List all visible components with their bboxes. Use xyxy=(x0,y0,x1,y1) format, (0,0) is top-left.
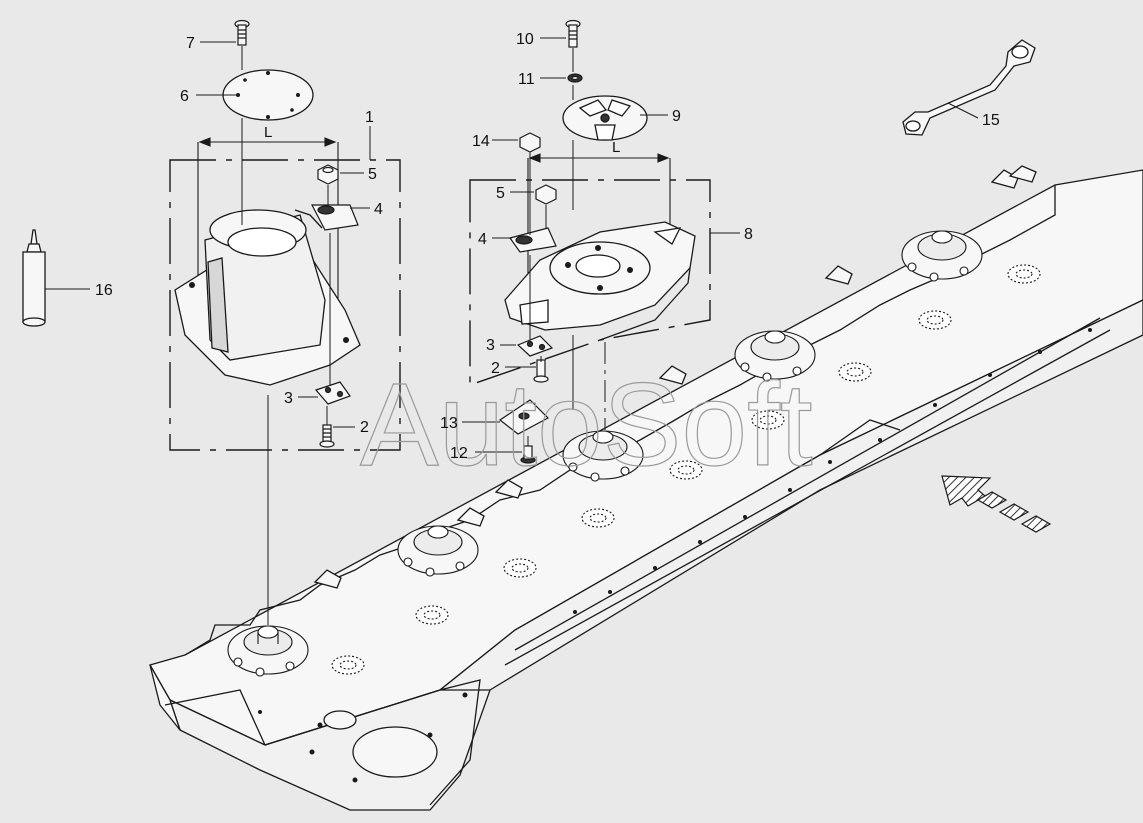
callout-15: 15 xyxy=(982,112,1000,129)
callout-3-left: 3 xyxy=(284,390,293,407)
callout-8: 8 xyxy=(744,226,753,243)
assembly-axis-lines xyxy=(241,46,606,625)
right-plate-3 xyxy=(516,335,554,357)
dimension-label-left: L xyxy=(264,124,272,141)
watermark-text: AutoSoft xyxy=(360,359,813,491)
callout-3-right: 3 xyxy=(486,337,495,354)
bell-housing-part xyxy=(174,209,361,386)
callout-5-left: 5 xyxy=(368,166,377,183)
cap-9 xyxy=(562,95,648,141)
left-clip-4 xyxy=(311,204,359,231)
callout-4-right: 4 xyxy=(478,231,487,248)
callout-14: 14 xyxy=(472,133,490,150)
left-bolt-2 xyxy=(319,424,335,448)
callout-6: 6 xyxy=(180,88,189,105)
callout-16: 16 xyxy=(95,282,113,299)
left-plate-3 xyxy=(314,381,351,405)
right-nut-5 xyxy=(535,184,557,205)
callout-numbers: 7 6 1 5 4 3 2 10 11 9 14 5 4 8 3 2 13 12… xyxy=(95,31,1000,462)
right-bolt-2 xyxy=(533,359,549,383)
callout-5-right: 5 xyxy=(496,185,505,202)
callout-1: 1 xyxy=(365,109,374,126)
cover-plate-6 xyxy=(222,69,314,121)
cutter-bar xyxy=(149,165,1143,811)
screw-7 xyxy=(234,19,250,46)
disc-plate-part xyxy=(504,221,696,341)
dimension-label-right: L xyxy=(612,139,620,156)
washer-11 xyxy=(567,73,583,83)
right-clip-4 xyxy=(509,227,557,253)
callout-13: 13 xyxy=(440,415,458,432)
left-nut-5 xyxy=(317,164,339,185)
callout-4-left: 4 xyxy=(374,201,383,218)
callout-2-right: 2 xyxy=(491,360,500,377)
bolt-12 xyxy=(520,445,536,464)
sealant-tube-16 xyxy=(22,229,46,327)
callout-10: 10 xyxy=(516,31,534,48)
screw-10 xyxy=(565,19,581,48)
nut-14 xyxy=(519,132,541,153)
assembly-1-frame xyxy=(169,159,401,451)
callout-9: 9 xyxy=(672,108,681,125)
disc-hubs xyxy=(227,230,1041,677)
callout-leaders xyxy=(45,37,979,453)
knife-13 xyxy=(498,399,549,435)
callout-11: 11 xyxy=(518,71,535,88)
spanner-15 xyxy=(902,39,1036,136)
callout-12: 12 xyxy=(450,445,468,462)
callout-2-left: 2 xyxy=(360,419,369,436)
travel-direction-arrow-icon xyxy=(941,475,1052,533)
callout-7: 7 xyxy=(186,35,195,52)
